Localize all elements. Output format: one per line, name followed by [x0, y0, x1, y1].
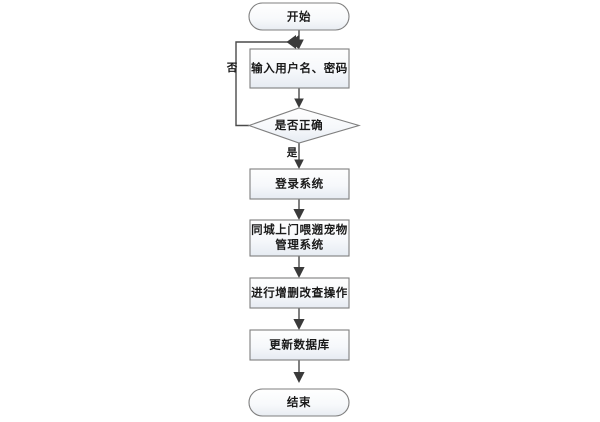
connector-input-to-decision [294, 88, 304, 108]
node-pet-management-system-label-line1: 同城上门喂遡宠物 [251, 223, 348, 237]
node-update-database[interactable]: 更新数据库 [249, 329, 350, 361]
node-end[interactable]: 结束 [248, 388, 350, 417]
node-end-label: 结束 [286, 395, 311, 409]
edge-label-no: 否 [226, 62, 238, 74]
node-decision-is-correct-label: 是否正确 [274, 118, 323, 132]
node-input-credentials-label: 输入用户名、密码 [251, 61, 348, 75]
node-update-database-label: 更新数据库 [269, 338, 330, 352]
node-crud-operations[interactable]: 进行增删改查操作 [249, 277, 350, 309]
connector-system-to-crud [293, 256, 305, 278]
connector-crud-to-update [293, 308, 305, 330]
edge-label-yes: 是 [286, 147, 298, 159]
connector-login-to-system [293, 199, 305, 220]
connector-decision-no-loop [235, 35, 299, 127]
node-input-credentials[interactable]: 输入用户名、密码 [249, 48, 350, 89]
connector-update-to-end [293, 360, 305, 383]
node-pet-management-system-label-line2: 管理系统 [275, 238, 323, 252]
node-decision-is-correct[interactable]: 是否正确 [247, 107, 361, 144]
node-login-system[interactable]: 登录系统 [249, 168, 350, 200]
node-start-label: 开始 [287, 10, 311, 24]
node-pet-management-system[interactable]: 同城上门喂遡宠物 管理系统 [249, 219, 350, 257]
connector-decision-yes-to-login [294, 143, 304, 169]
node-crud-operations-label: 进行增删改查操作 [251, 286, 348, 300]
node-login-system-label: 登录系统 [274, 177, 323, 191]
node-start[interactable]: 开始 [248, 2, 350, 31]
